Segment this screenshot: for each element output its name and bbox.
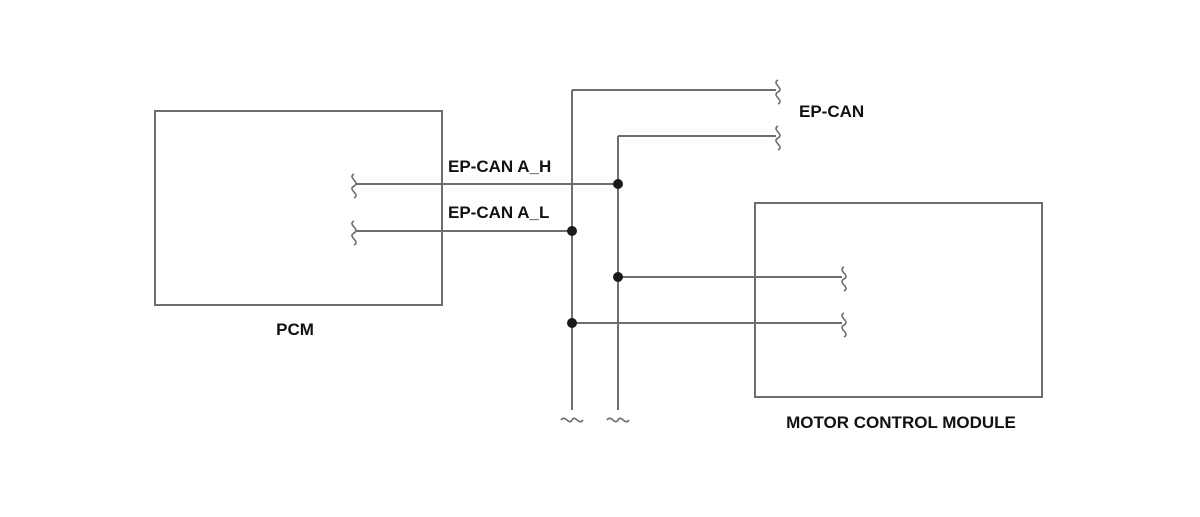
motor-control-module-label: MOTOR CONTROL MODULE [786, 413, 1016, 432]
splice-point [613, 179, 623, 189]
ep-can-label: EP-CAN [799, 102, 864, 121]
connector-break-icon [560, 417, 584, 423]
splice-point [567, 318, 577, 328]
splice-point [567, 226, 577, 236]
connector-break-icon [775, 125, 781, 151]
wire-low-label: EP-CAN A_L [448, 203, 549, 222]
pcm-label: PCM [276, 320, 314, 339]
pcm-box [154, 110, 443, 306]
connector-break-icon [351, 173, 357, 199]
connector-break-icon [841, 312, 847, 338]
splice-point [613, 272, 623, 282]
wire-high-label: EP-CAN A_H [448, 157, 551, 176]
motor-control-module-box [754, 202, 1043, 398]
connector-break-icon [606, 417, 630, 423]
connector-break-icon [775, 79, 781, 105]
connector-break-icon [351, 220, 357, 246]
connector-break-icon [841, 266, 847, 292]
ep-can-bus [571, 89, 776, 410]
